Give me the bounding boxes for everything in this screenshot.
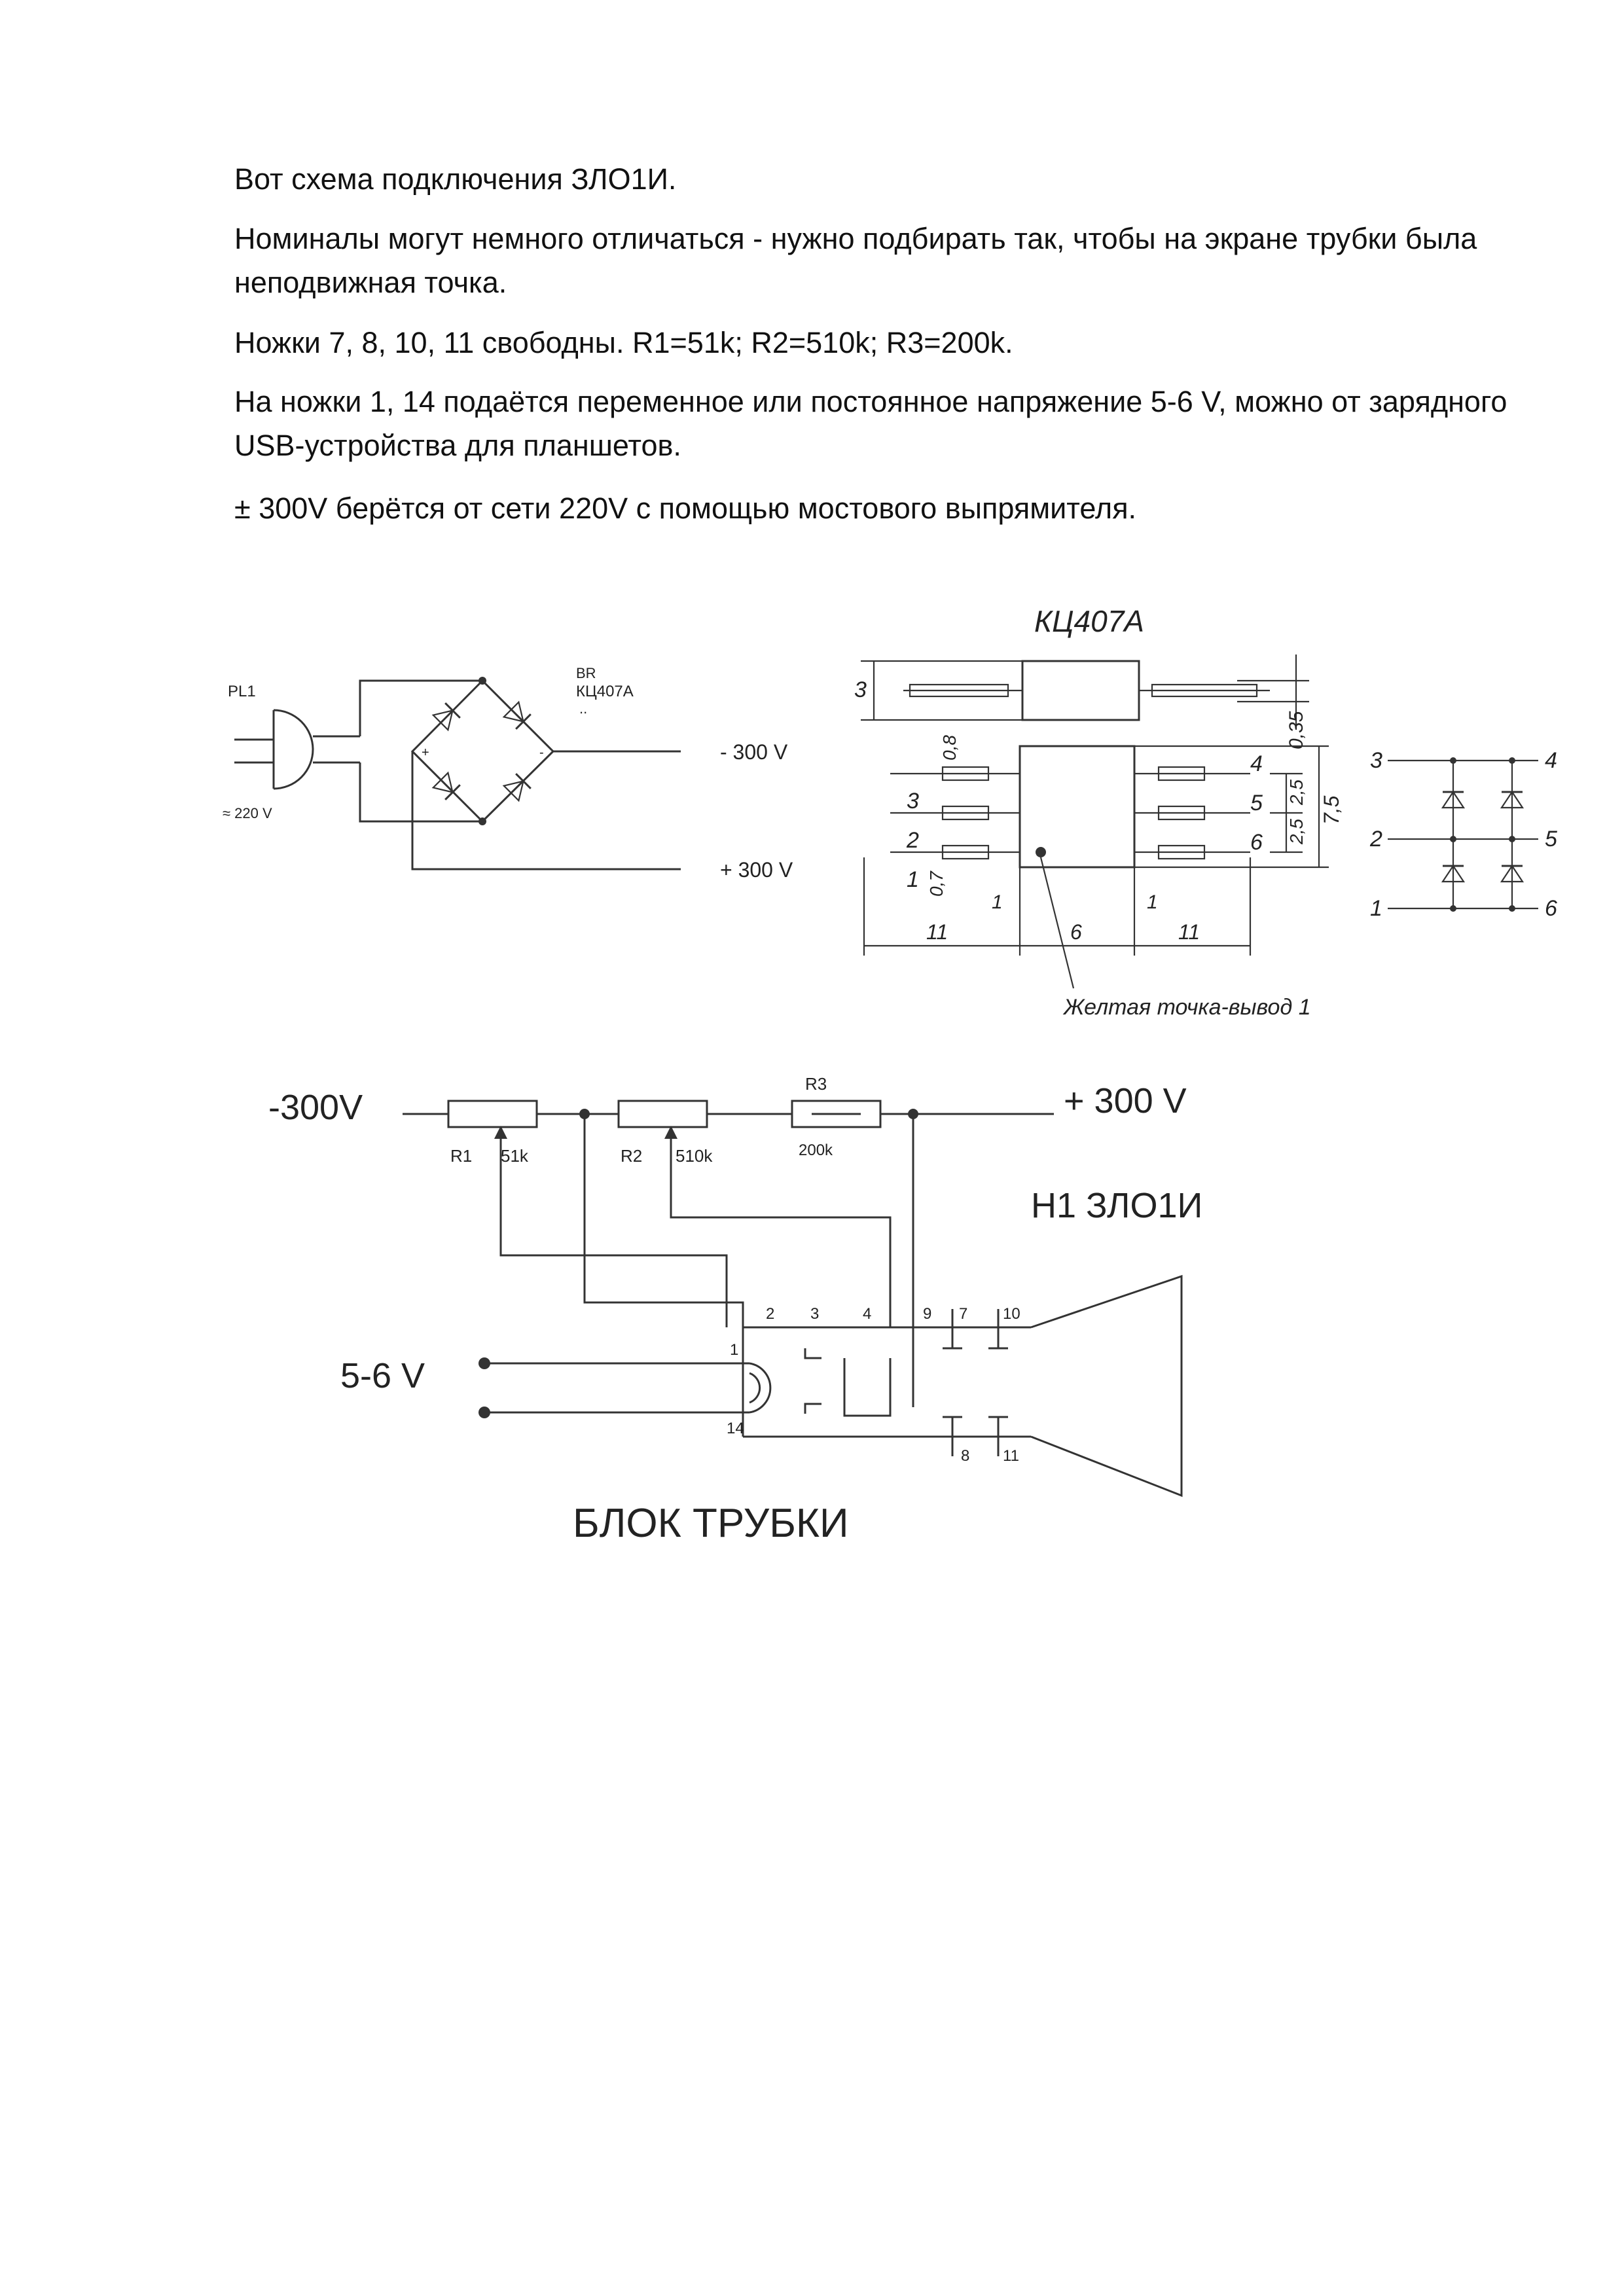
plus-300v-output-label: + 300 V xyxy=(720,858,793,882)
pin-left-3: 3 xyxy=(907,789,919,814)
dim-035: 0,35 xyxy=(1286,711,1307,749)
tube-label: H1 ЗЛО1И xyxy=(1031,1186,1202,1225)
crt-pin-1: 1 xyxy=(730,1341,738,1359)
dim-6: 6 xyxy=(1070,920,1082,944)
minus-300v-output-label: - 300 V xyxy=(720,740,788,764)
plug-ref-label: PL1 xyxy=(228,683,256,700)
crt-pin-3: 3 xyxy=(810,1305,819,1323)
dim-1-right: 1 xyxy=(1147,891,1158,913)
schem-pin-4: 4 xyxy=(1545,748,1557,773)
minus-300v-label: -300V xyxy=(268,1088,363,1127)
schem-pin-1: 1 xyxy=(1370,896,1382,921)
crt-tube-symbol xyxy=(725,1274,1183,1498)
dim-07: 0,7 xyxy=(926,870,947,897)
r2-value: 510k xyxy=(676,1146,713,1166)
paragraph-values-note: Номиналы могут немного отличаться - нужн… xyxy=(234,222,1477,299)
pin-left-2: 2 xyxy=(906,828,919,853)
pin-left-1: 1 xyxy=(907,867,919,892)
r1-ref: R1 xyxy=(450,1146,472,1166)
bridge-plus-mark: + xyxy=(422,745,429,760)
bridge-ref-label: BR xyxy=(576,665,596,681)
paragraph-heater-supply: На ножки 1, 14 подаётся переменное или п… xyxy=(234,385,1507,462)
mains-voltage-label: ≈ 220 V xyxy=(223,805,272,821)
bridge-rectifier-symbol: + - xyxy=(410,677,555,825)
crt-pin-9: 9 xyxy=(923,1305,931,1323)
package-internal-schematic: 3 2 1 4 5 6 xyxy=(1369,748,1557,921)
schem-pin-5: 5 xyxy=(1545,827,1557,852)
dim-75: 7,5 xyxy=(1320,795,1343,825)
bridge-part-label: КЦ407А xyxy=(576,683,634,700)
dim-11-left: 11 xyxy=(926,920,948,944)
plus-300v-label: + 300 V xyxy=(1064,1081,1187,1121)
paragraph-hv-supply: ± 300V берётся от сети 220V с помощью мо… xyxy=(234,492,1137,525)
package-title: КЦ407А xyxy=(1034,604,1144,638)
schem-pin-6: 6 xyxy=(1545,896,1557,921)
dim-25-upper: 2,5 xyxy=(1286,780,1307,806)
bridge-dots-label: .. xyxy=(579,700,587,717)
pin-right-4: 4 xyxy=(1250,751,1263,776)
crt-pin-10: 10 xyxy=(1003,1305,1020,1323)
crt-pin-4: 4 xyxy=(863,1305,871,1323)
crt-pin-11: 11 xyxy=(1003,1447,1019,1465)
r1-value: 51k xyxy=(501,1146,529,1166)
pin-right-5: 5 xyxy=(1250,791,1263,816)
r3-value: 200k xyxy=(799,1141,833,1159)
resistor-r1 xyxy=(447,1100,538,1128)
pin-right-6: 6 xyxy=(1250,830,1263,855)
dim-11-right: 11 xyxy=(1178,920,1200,944)
resistor-r2 xyxy=(617,1100,708,1128)
crt-connection-schematic: -300V + 300 V R1 51k R2 510k R3 200k H1 … xyxy=(268,1074,1202,1546)
dim-side-height: 3 xyxy=(854,677,867,702)
yellow-dot-pin1-marker xyxy=(1036,847,1046,857)
schem-pin-3: 3 xyxy=(1370,748,1382,773)
schem-pin-2: 2 xyxy=(1369,827,1382,852)
resistor-r3 xyxy=(791,1100,882,1128)
crt-pin-7: 7 xyxy=(959,1305,967,1323)
r3-ref: R3 xyxy=(805,1074,827,1094)
crt-pin-14: 14 xyxy=(727,1420,744,1437)
dim-25-lower: 2,5 xyxy=(1286,819,1307,845)
yellow-dot-note: Желтая точка-вывод 1 xyxy=(1062,995,1311,1020)
dim-08: 0,8 xyxy=(939,735,960,761)
kc407a-package-drawing: КЦ407А 3 0,35 3 2 1 4 xyxy=(854,604,1557,1020)
crt-pin-8: 8 xyxy=(961,1447,969,1465)
paragraph-intro: Вот схема подключения ЗЛО1И. xyxy=(234,162,677,196)
package-side-view: 3 0,35 xyxy=(854,655,1309,749)
rectifier-schematic: PL1 ≈ 220 V BR КЦ407А .. + - xyxy=(223,665,793,882)
paragraph-free-pins: Ножки 7, 8, 10, 11 свободны. R1=51k; R2=… xyxy=(234,326,1013,359)
bridge-minus-mark: - xyxy=(539,745,544,760)
mains-plug-symbol xyxy=(234,709,360,790)
r2-ref: R2 xyxy=(621,1146,642,1166)
package-top-view: 3 2 1 4 5 6 0,8 0,7 1 1 2,5 2,5 7,5 11 6… xyxy=(863,735,1343,1020)
block-label: БЛОК ТРУБКИ xyxy=(573,1501,849,1546)
crt-pin-2: 2 xyxy=(766,1305,774,1323)
dim-1-left: 1 xyxy=(992,891,1003,913)
heater-supply-label: 5-6 V xyxy=(340,1356,425,1395)
